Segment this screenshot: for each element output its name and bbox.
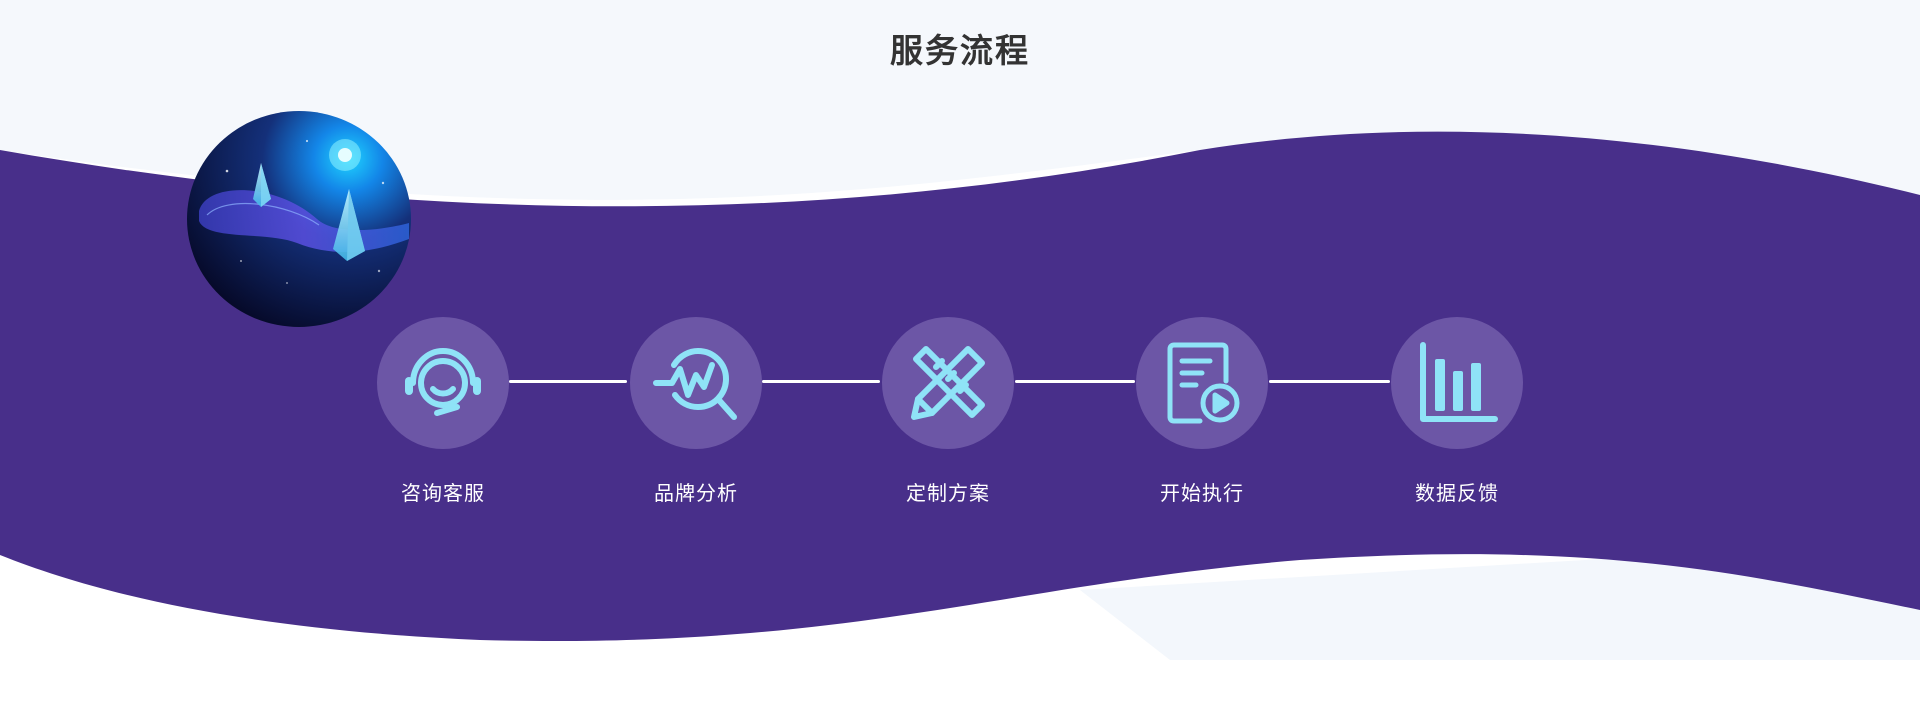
- step-data-feedback[interactable]: 数据反馈: [1377, 317, 1537, 506]
- step-connector-2: [762, 380, 880, 383]
- pencil-ruler-icon: [911, 346, 985, 420]
- magnifier-chart-icon: [653, 348, 737, 420]
- step-connector-3: [1015, 380, 1135, 383]
- step-label: 数据反馈: [1415, 481, 1499, 505]
- step-circle: [377, 317, 509, 449]
- step-label: 开始执行: [1160, 481, 1244, 505]
- bar-chart-icon: [1420, 342, 1498, 422]
- crystal-planet-illustration: [187, 111, 411, 327]
- step-connector-1: [509, 380, 627, 383]
- step-label: 定制方案: [906, 481, 990, 505]
- step-consult[interactable]: 咨询客服: [363, 317, 523, 506]
- step-circle: [630, 317, 762, 449]
- document-play-icon: [1167, 342, 1240, 424]
- step-connector-4: [1269, 380, 1390, 383]
- step-brand-analysis[interactable]: 品牌分析: [616, 317, 776, 506]
- step-custom-plan[interactable]: 定制方案: [868, 317, 1028, 506]
- step-start-execution[interactable]: 开始执行: [1122, 317, 1282, 506]
- step-circle: [882, 317, 1014, 449]
- page-title: 服务流程: [890, 31, 1030, 70]
- headset-icon: [405, 348, 481, 416]
- step-circle: [1391, 317, 1523, 449]
- step-label: 咨询客服: [401, 481, 485, 505]
- step-label: 品牌分析: [654, 481, 738, 505]
- step-circle: [1136, 317, 1268, 449]
